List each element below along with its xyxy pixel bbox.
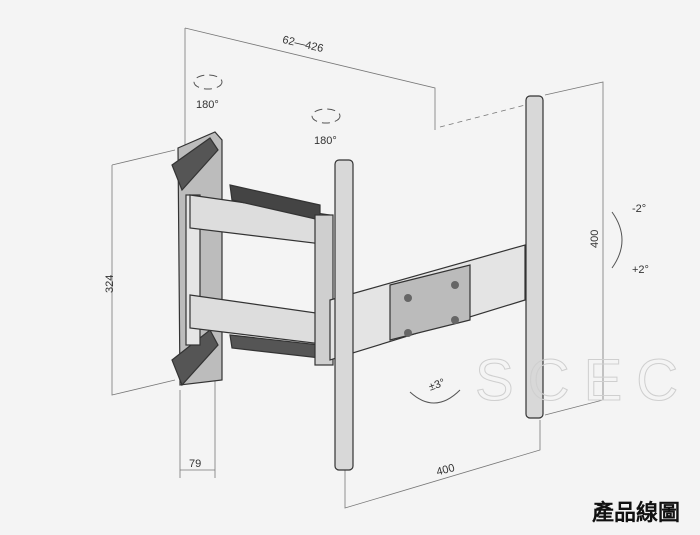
- swivel-left-label: 180°: [196, 99, 219, 111]
- wall-plate: [171, 131, 223, 387]
- rotation-label: ±3°: [427, 377, 447, 394]
- swivel-right-label: 180°: [314, 135, 337, 147]
- wall-plate-height-label: 324: [104, 275, 116, 293]
- watermark: SCEC: [475, 348, 692, 413]
- dimension-lines: [111, 27, 604, 509]
- caption-title: 產品線圖: [591, 501, 680, 526]
- tilt-up-label: -2°: [632, 203, 646, 215]
- tv-plate: [329, 95, 544, 471]
- swing-arms: [189, 184, 334, 366]
- tilt-down-label: +2°: [632, 264, 649, 276]
- vesa-horizontal-label: 400: [435, 462, 456, 478]
- vesa-vertical-label: 400: [589, 230, 601, 248]
- rotation-arrows: [193, 74, 623, 404]
- arm-extension-label: 62—426: [281, 34, 324, 55]
- wall-plate-width-label: 79: [189, 458, 201, 470]
